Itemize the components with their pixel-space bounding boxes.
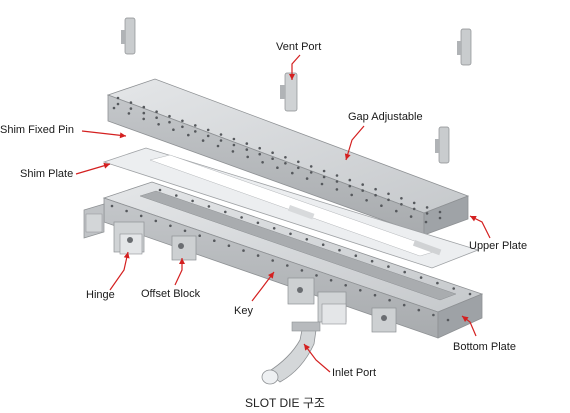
hinge-part	[113, 221, 145, 255]
leader-gap-adjustable-arrowhead	[344, 153, 351, 160]
end-block-left	[83, 203, 105, 239]
label-inlet-port: Inlet Port	[332, 367, 377, 379]
leader-shim-fixed-pin	[81, 130, 127, 137]
leader-inlet-port	[303, 343, 331, 373]
label-upper-plate: Upper Plate	[469, 240, 528, 252]
label-offset-block: Offset Block	[141, 288, 201, 300]
label-key: Key	[234, 305, 253, 317]
label-shim-fixed-pin: Shim Fixed Pin	[0, 124, 74, 136]
side-block-3	[371, 307, 397, 333]
vent-port-part	[280, 72, 298, 112]
shim-plate-part	[102, 147, 480, 269]
bottom-plate-part	[102, 181, 484, 339]
leader-key-arrowhead	[268, 272, 274, 279]
offset-block-part	[171, 235, 197, 261]
leader-vent-port-arrowhead	[289, 74, 295, 80]
leader-hinge-arrowhead	[123, 252, 130, 259]
leader-key	[251, 271, 275, 302]
top-bolt-left	[121, 17, 136, 55]
label-shim-plate: Shim Plate	[20, 168, 74, 180]
top-bolt-right	[457, 28, 472, 66]
leader-lines	[75, 54, 491, 373]
inlet-port-part	[261, 321, 321, 385]
label-bottom-plate: Bottom Plate	[453, 341, 516, 353]
leader-inlet-port-arrowhead	[304, 344, 310, 351]
leader-upper-plate-arrowhead	[470, 216, 477, 222]
figure-caption: SLOT DIE 구조	[245, 396, 325, 410]
side-bolt-right	[435, 126, 450, 164]
leader-offset-block-arrowhead	[179, 258, 185, 264]
label-vent-port: Vent Port	[276, 41, 322, 53]
leader-shim-plate-arrowhead	[103, 162, 110, 169]
leader-gap-adjustable	[345, 125, 365, 161]
leader-bottom-plate-arrowhead	[462, 316, 469, 322]
upper-plate-part	[106, 78, 470, 236]
label-gap-adjustable: Gap Adjustable	[348, 111, 423, 123]
side-block-2	[317, 291, 347, 325]
label-hinge: Hinge	[86, 289, 115, 301]
leader-hinge	[109, 251, 129, 291]
side-block-1	[287, 277, 315, 305]
leader-shim-fixed-pin-arrowhead	[119, 132, 126, 139]
